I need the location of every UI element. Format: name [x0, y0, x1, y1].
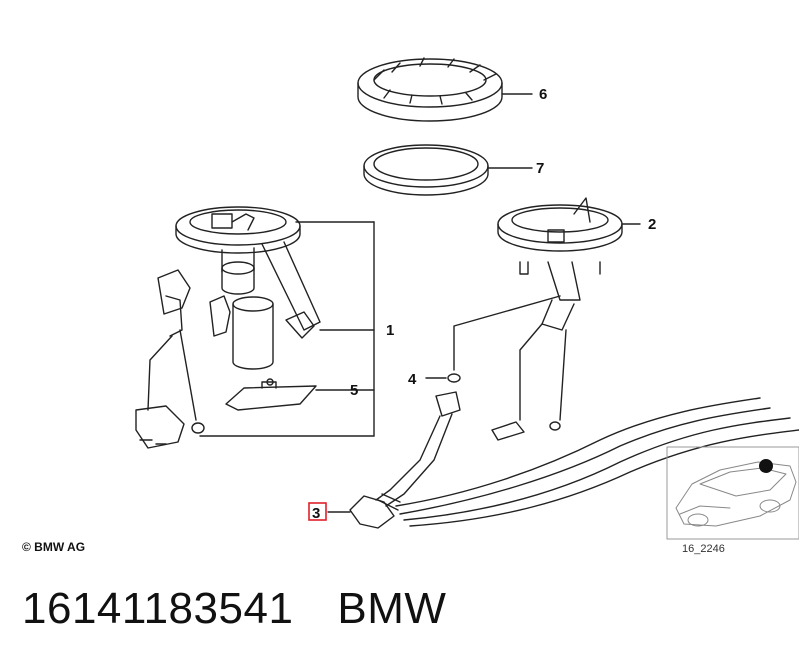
- callout-5: 5: [350, 382, 358, 399]
- callout-1: 1: [386, 322, 394, 339]
- part-2-level-sensor: [491, 197, 623, 441]
- part-caption: 16141183541 BMW: [22, 584, 446, 634]
- part-5-filter: [225, 378, 317, 411]
- part-1-fuel-pump-assembly: [135, 206, 321, 449]
- copyright-label: © BMW AG: [22, 540, 86, 554]
- parts-diagram: 6 7 2 1 5 4 3: [135, 57, 799, 540]
- callout-6: 6: [539, 86, 547, 103]
- callout-2: 2: [648, 216, 656, 233]
- part-3-fuel-line: [349, 391, 799, 529]
- part-4-o-ring: [447, 373, 461, 383]
- part-3-highlight-box: [308, 502, 327, 521]
- part-number: 16141183541: [22, 584, 294, 633]
- part-7-gasket: [363, 144, 489, 196]
- inset-car-view: [666, 446, 799, 540]
- brand-name: BMW: [337, 584, 447, 633]
- callout-7: 7: [536, 160, 544, 177]
- callout-3: 3: [312, 505, 320, 522]
- location-marker: [759, 459, 773, 473]
- diagram-reference: 16_2246: [682, 543, 725, 555]
- callout-4: 4: [408, 371, 417, 388]
- part-6-ring-seal: [357, 57, 503, 122]
